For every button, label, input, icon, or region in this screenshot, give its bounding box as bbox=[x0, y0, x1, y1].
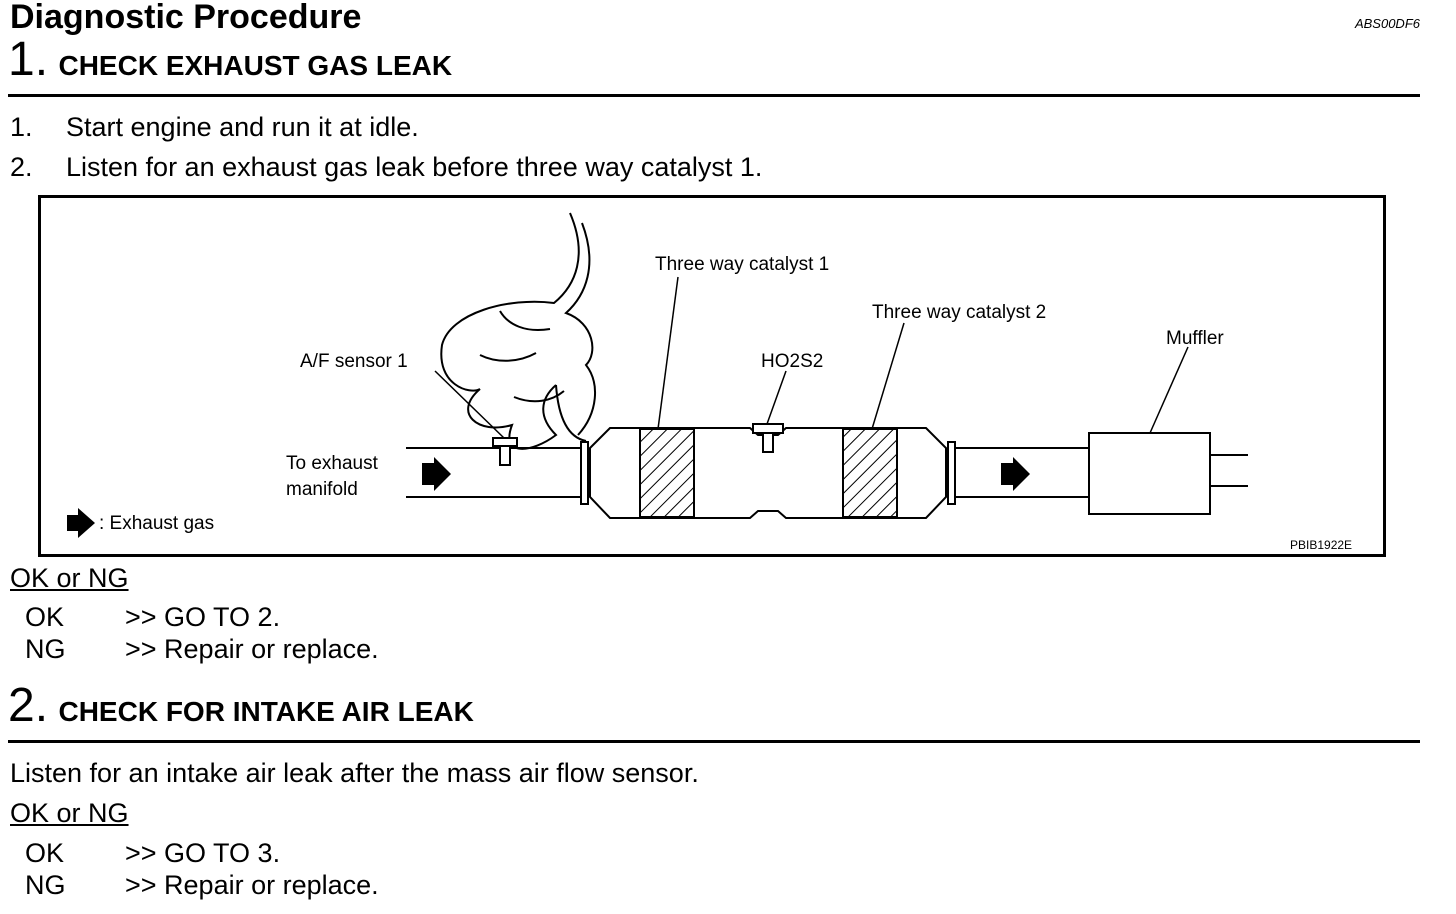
result-action: >> Repair or replace. bbox=[125, 870, 379, 900]
figure-frame bbox=[38, 195, 1386, 557]
muffler-label: Muffler bbox=[1166, 328, 1224, 349]
result-row: OK >> GO TO 2. bbox=[25, 602, 280, 633]
catalyst-2-brick bbox=[842, 428, 898, 518]
instruction-item: 2. Listen for an exhaust gas leak before … bbox=[10, 152, 762, 183]
step-2-heading: 2. CHECK FOR INTAKE AIR LEAK bbox=[8, 682, 474, 730]
exhaust-smoke-icon bbox=[440, 212, 596, 450]
exhaust-system-diagram: Three way catalyst 1 Three way catalyst … bbox=[38, 195, 1386, 557]
ho2s2-label: HO2S2 bbox=[761, 351, 823, 372]
result-row: OK >> GO TO 3. bbox=[25, 838, 280, 869]
result-key: NG bbox=[25, 870, 66, 900]
result-key: OK bbox=[25, 602, 65, 632]
step-1-divider bbox=[8, 94, 1420, 97]
legend-label: : Exhaust gas bbox=[99, 513, 214, 534]
page-title: Diagnostic Procedure bbox=[10, 0, 362, 36]
catalyst-1-brick bbox=[639, 428, 695, 518]
step-1-heading: 1. CHECK EXHAUST GAS LEAK bbox=[8, 36, 452, 84]
result-action: >> GO TO 3. bbox=[125, 838, 281, 868]
step-2-number: 2. bbox=[8, 679, 49, 732]
instruction-text: Listen for an exhaust gas leak before th… bbox=[66, 152, 763, 182]
ok-ng-heading: OK or NG bbox=[10, 563, 129, 593]
ho2s2-sensor-icon bbox=[752, 423, 784, 453]
mid-pipe bbox=[947, 441, 1089, 505]
result-row: NG >> Repair or replace. bbox=[25, 870, 379, 901]
catalyst-2-label: Three way catalyst 2 bbox=[872, 302, 1046, 323]
result-key: NG bbox=[25, 634, 66, 664]
ok-ng-heading: OK or NG bbox=[10, 798, 129, 828]
result-action: >> GO TO 2. bbox=[125, 602, 281, 632]
exhaust-flow-arrow-icon bbox=[1001, 457, 1030, 491]
instruction-text: Start engine and run it at idle. bbox=[66, 112, 419, 142]
step-1-number: 1. bbox=[8, 33, 49, 86]
result-key: OK bbox=[25, 838, 65, 868]
document-code: ABS00DF6 bbox=[1354, 16, 1420, 31]
manifold-label: manifold bbox=[286, 479, 358, 500]
instruction-number: 1. bbox=[10, 112, 33, 142]
step-2-instruction: Listen for an intake air leak after the … bbox=[10, 758, 699, 788]
instruction-item: 1. Start engine and run it at idle. bbox=[10, 112, 419, 143]
inlet-pipe bbox=[406, 441, 589, 505]
exhaust-flow-arrow-icon bbox=[422, 457, 451, 491]
step-1-title: CHECK EXHAUST GAS LEAK bbox=[58, 50, 453, 81]
step-2-title: CHECK FOR INTAKE AIR LEAK bbox=[58, 696, 474, 727]
tail-pipe bbox=[1210, 454, 1248, 487]
af-sensor-icon bbox=[492, 437, 518, 466]
muffler-icon bbox=[1088, 432, 1211, 515]
leader-lines bbox=[434, 276, 1189, 439]
result-row: NG >> Repair or replace. bbox=[25, 634, 379, 665]
to-exhaust-label: To exhaust bbox=[286, 453, 379, 474]
step-2-divider bbox=[8, 740, 1420, 743]
catalyst-1-label: Three way catalyst 1 bbox=[655, 254, 829, 275]
figure-code: PBIB1922E bbox=[1290, 538, 1352, 552]
instruction-number: 2. bbox=[10, 152, 33, 182]
result-action: >> Repair or replace. bbox=[125, 634, 379, 664]
af-sensor-label: A/F sensor 1 bbox=[300, 351, 408, 372]
legend-arrow-icon bbox=[67, 508, 95, 538]
